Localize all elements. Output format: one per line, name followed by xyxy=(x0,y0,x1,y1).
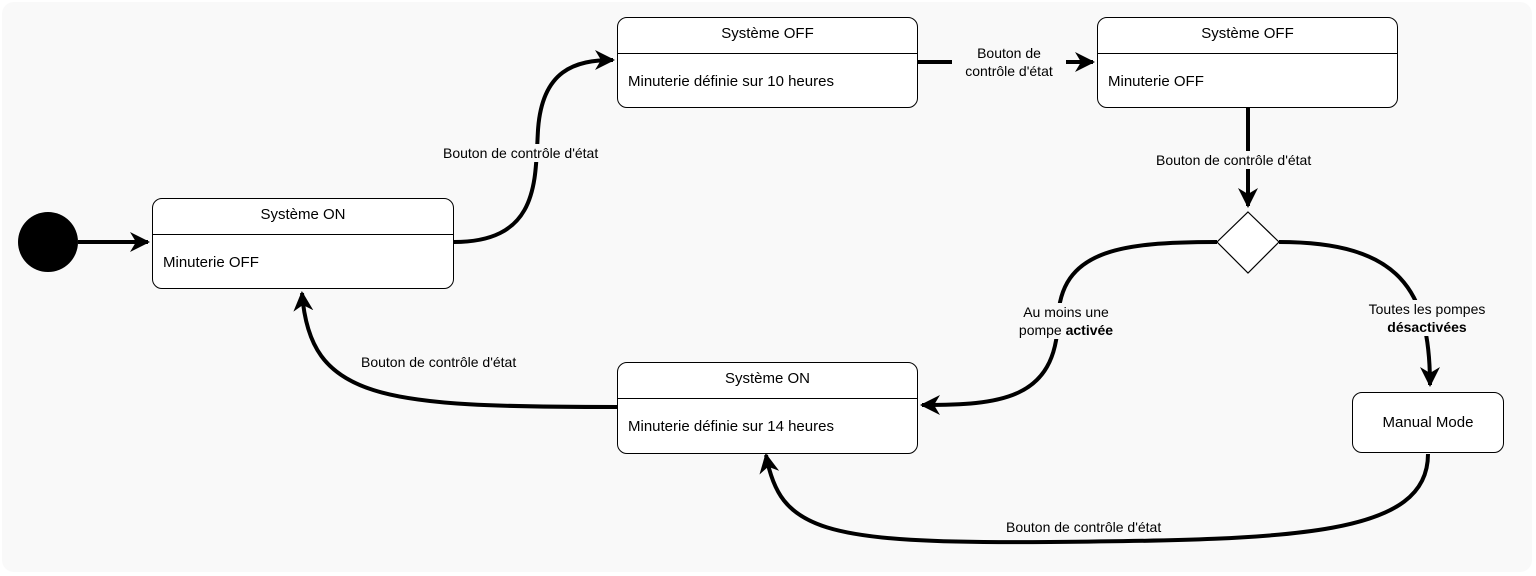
label-on-to-off10: Bouton de contrôle d'état xyxy=(441,144,601,162)
label-line: désactivées xyxy=(1357,318,1497,336)
state-systeme-off-minuterie-off: Système OFF Minuterie OFF xyxy=(1097,17,1398,108)
transition-on-to-off10 xyxy=(453,50,615,244)
label-decision-to-on14: Au moins une pompe activée xyxy=(998,303,1134,339)
state-systeme-off-minuterie-10h: Système OFF Minuterie définie sur 10 heu… xyxy=(617,17,918,108)
label-offoff-to-decision: Bouton de contrôle d'état xyxy=(1154,151,1314,169)
state-systeme-on-minuterie-off: Système ON Minuterie OFF xyxy=(152,198,454,289)
label-bold: désactivées xyxy=(1387,319,1467,335)
label-bold: activée xyxy=(1065,322,1114,338)
state-divider xyxy=(618,53,917,54)
decision-node xyxy=(1216,211,1280,274)
state-body: Minuterie OFF xyxy=(1108,72,1204,90)
state-body: Minuterie OFF xyxy=(163,253,259,271)
label-line: Bouton de xyxy=(977,45,1041,61)
state-title: Système OFF xyxy=(1201,25,1294,42)
label-manual-to-on14: Bouton de contrôle d'état xyxy=(1004,518,1164,536)
label-line: pompe activée xyxy=(1000,321,1132,339)
state-title: Système ON xyxy=(724,370,811,387)
label-off10-to-offoff: Bouton de contrôle d'état xyxy=(952,44,1066,80)
label-line: Au moins une xyxy=(1023,304,1109,320)
transition-on14-to-on1 xyxy=(293,291,618,409)
state-systeme-on-minuterie-14h: Système ON Minuterie définie sur 14 heur… xyxy=(617,362,918,454)
label-line: Toutes les pompes xyxy=(1368,301,1486,317)
transition-decision-to-manual xyxy=(1278,240,1440,387)
state-divider xyxy=(153,234,453,235)
state-title: Système ON xyxy=(260,206,346,223)
initial-node xyxy=(18,212,78,272)
label-decision-to-manual: Toutes les pompes désactivées xyxy=(1355,300,1499,336)
state-body: Minuterie définie sur 14 heures xyxy=(628,418,834,435)
label-line: contrôle d'état xyxy=(965,63,1053,79)
state-divider xyxy=(618,398,917,399)
state-divider xyxy=(1098,53,1397,54)
transition-manual-to-on14 xyxy=(759,453,1430,545)
state-title: Système OFF xyxy=(721,25,814,42)
label-on14-to-on1: Bouton de contrôle d'état xyxy=(359,353,519,371)
label-text: pompe xyxy=(1018,322,1066,338)
state-body: Minuterie définie sur 10 heures xyxy=(628,72,834,90)
state-manual-mode: Manual Mode xyxy=(1352,392,1504,453)
